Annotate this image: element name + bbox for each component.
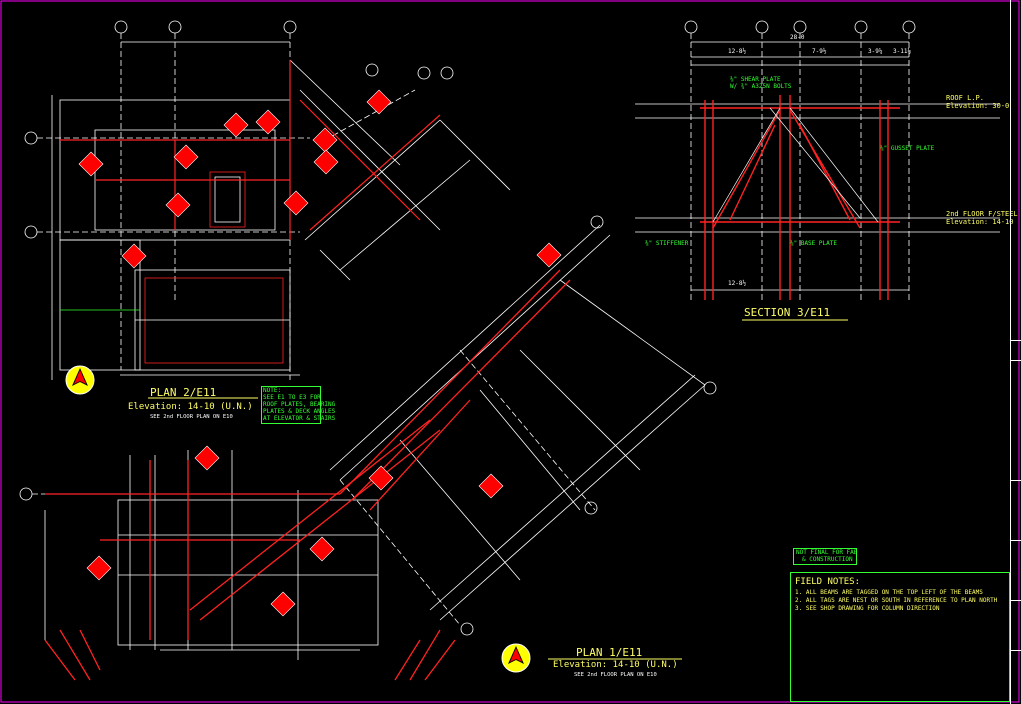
plan-2-note-4: PLATES & DECK ANGLES — [263, 408, 336, 415]
plan-2-note-box — [261, 386, 321, 424]
stamp-line-1: NOT FINAL FOR FAB — [796, 549, 858, 556]
callout-gusset: ⅜" GUSSET PLATE — [880, 145, 935, 152]
section-3-drawing — [635, 20, 1000, 300]
north-arrow-plan-2 — [65, 365, 95, 395]
section-dim-3: 3-9¼ — [868, 48, 883, 55]
stamp-box — [793, 548, 857, 565]
plan-2-note-1: NOTE: — [263, 387, 282, 394]
plan-1-tags — [86, 445, 504, 617]
roof-elevation: Elevation: 30-0 — [946, 102, 1010, 110]
plan-1-ref: SEE 2nd FLOOR PLAN ON E10 — [574, 672, 657, 678]
plan-2-note-3: ROOF PLATES, BEARING — [263, 401, 336, 408]
plan-2-title: PLAN 2/E11 — [150, 386, 217, 399]
field-note-2: 2. ALL TAGS ARE NEST OR SOUTH IN REFEREN… — [795, 597, 998, 604]
section-dim-1: 12-8½ — [728, 48, 747, 55]
field-notes-heading: FIELD NOTES: — [795, 577, 861, 587]
plan-2-drawing — [24, 20, 310, 380]
callout-stiffener: ⅜" STIFFENER — [645, 240, 689, 247]
plan-1-elevation: Elevation: 14-10 (U.N.) — [553, 660, 678, 670]
title-block-strip — [1010, 0, 1021, 704]
plan-2-tags — [78, 89, 562, 269]
field-note-3: 3. SEE SHOP DRAWING FOR COLUMN DIRECTION — [795, 605, 940, 612]
floor-elevation: Elevation: 14-10 — [946, 218, 1014, 226]
section-3-braces — [712, 107, 879, 223]
field-note-1: 1. ALL BEAMS ARE TAGGED ON THE TOP LEFT … — [795, 589, 983, 596]
section-dim-2: 7-9½ — [812, 48, 827, 55]
field-notes-box — [790, 572, 1010, 702]
plan-2-note-2: SEE E1 TO E3 FOR — [263, 394, 321, 401]
plan-1-drawing — [19, 224, 706, 660]
floor-label: 2nd FLOOR F/STEEL — [946, 210, 1018, 218]
section-dim-overall: 28-0 — [790, 34, 805, 41]
roof-label: ROOF L.P. — [946, 94, 984, 102]
stamp-line-2: & CONSTRUCTION — [802, 556, 853, 563]
callout-shear-plate: ⅜" SHEAR PLATE — [730, 76, 781, 83]
plan-1-title: PLAN 1/E11 — [576, 646, 643, 659]
section-3-title: SECTION 3/E11 — [744, 306, 831, 319]
callout-bolts: W/ ¾" A325N BOLTS — [730, 83, 792, 90]
section-dim-bottom: 12-8½ — [728, 280, 747, 287]
plan-2-elevation: Elevation: 14-10 (U.N.) — [128, 402, 253, 412]
plan-2-steel — [60, 60, 441, 240]
plan-2-diagonal — [289, 59, 717, 636]
plan-2-note-5: AT ELEVATOR & STAIRS — [263, 415, 336, 422]
plan-1-steel — [44, 269, 571, 681]
section-3-steel — [700, 95, 900, 300]
north-arrow-plan-1 — [501, 643, 531, 673]
section-dim-4: 3-11½ — [893, 48, 912, 55]
callout-base-plate: ⅜" BASE PLATE — [790, 240, 837, 247]
plan-2-ref: SEE 2nd FLOOR PLAN ON E10 — [150, 414, 233, 420]
